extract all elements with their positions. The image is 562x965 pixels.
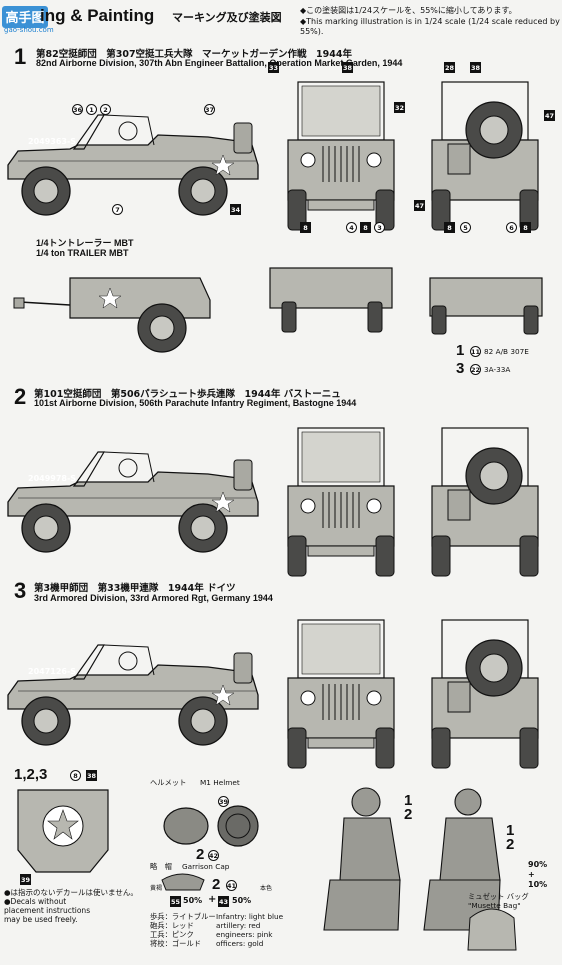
callout-marker: 39 <box>20 874 31 885</box>
trailer-title-en: 1/4 ton TRAILER MBT <box>36 248 129 258</box>
callout-marker: 6 <box>506 222 517 233</box>
legend-text: 82 A/B 307E <box>484 347 529 356</box>
vehicle-serial: 2049978-S <box>28 474 77 483</box>
figure-number: 1 <box>404 792 413 809</box>
callout-marker: 38 <box>86 770 97 781</box>
cap-pct-a: 50% <box>183 896 203 905</box>
callout-marker: 1 <box>86 104 97 115</box>
legend-en: Infantry: light blue <box>216 912 284 921</box>
figure-number: 1 <box>506 822 515 839</box>
section-title-en: 3rd Armored Division, 33rd Armored Rgt, … <box>34 593 273 603</box>
callout-marker: 38 <box>470 62 481 73</box>
legend-jp: 工兵：ピンク <box>150 930 194 939</box>
callout-marker: 47 <box>414 200 425 211</box>
bag-pct-b: 10% <box>528 880 548 889</box>
page-title: ing & Painting <box>40 6 155 25</box>
trailer-title-jp: 1/4トントレーラー MBT <box>36 238 134 248</box>
callout-marker: 11 <box>470 346 481 357</box>
helmet-label-en: M1 Helmet <box>200 778 240 787</box>
svg-text:高手图: 高手图 <box>5 10 44 26</box>
vehicle-serial: 2047126-S <box>28 667 77 676</box>
section-number: 1 <box>14 44 27 69</box>
callout-marker: 8 <box>300 222 311 233</box>
callout-marker: 43 <box>218 896 229 907</box>
watermark-logo: 高手图 <box>2 2 48 32</box>
decal-note: ●は指示のないデカールは使いません。 ●Decals without place… <box>4 888 138 924</box>
cap-color-a: 黄褐 <box>150 885 163 892</box>
watermark-url: gao-shou.com <box>4 26 54 34</box>
section-title-en: 82nd Airborne Division, 307th Abn Engine… <box>36 58 403 68</box>
helmet-number: 2 <box>196 846 205 863</box>
bag-plus: + <box>528 870 535 879</box>
legend-en: engineers: pink <box>216 930 273 939</box>
callout-marker: 8 <box>444 222 455 233</box>
callout-marker: 3 <box>374 222 385 233</box>
cap-label-en: Garrison Cap <box>182 862 230 871</box>
bag-label-en: "Musette Bag" <box>468 901 521 910</box>
callout-marker: 42 <box>208 850 219 861</box>
legend-text: 3A-33A <box>484 365 511 374</box>
section-number: 2 <box>14 384 27 409</box>
legend-number: 3 <box>456 360 465 377</box>
callout-marker: 47 <box>544 110 555 121</box>
section-title-en: 101st Airborne Division, 506th Parachute… <box>34 398 357 408</box>
bag-pct-a: 90% <box>528 860 548 869</box>
section-title-jp: 第3機甲師団 第33機甲連隊 1944年 ドイツ <box>34 583 236 594</box>
callout-marker: 36 <box>72 104 83 115</box>
callout-marker: 37 <box>204 104 215 115</box>
scale-note-jp: ◆この塗装図は1/24スケールを、55%に縮小してあります。 <box>300 6 517 15</box>
callout-marker: 41 <box>226 880 237 891</box>
callout-marker: 8 <box>520 222 531 233</box>
cap-label-jp: 略 帽 <box>150 862 172 871</box>
cap-number: 2 <box>212 876 221 893</box>
plate-label: 1,2,3 <box>14 766 48 783</box>
callout-marker: 22 <box>470 364 481 375</box>
cap-pct-b: 50% <box>232 896 252 905</box>
callout-marker: 33 <box>268 62 279 73</box>
legend-en: artillery: red <box>216 921 261 930</box>
legend-jp: 将校：ゴールド <box>150 939 202 948</box>
section-number: 3 <box>14 578 27 603</box>
section-title-jp: 第82空挺師団 第307空挺工兵大隊 マーケットガーデン作戦 1944年 <box>36 49 352 60</box>
callout-marker: 55 <box>170 896 181 907</box>
callout-marker: 38 <box>342 62 353 73</box>
callout-marker: 7 <box>112 204 123 215</box>
section-title-jp: 第101空挺師団 第506パラシュート歩兵連隊 1944年 バストーニュ <box>34 389 341 400</box>
legend-jp: 砲兵：レッド <box>150 921 194 930</box>
helmet-label-jp: ヘルメット <box>150 778 187 787</box>
legend-en: officers: gold <box>216 939 264 948</box>
legend-number: 1 <box>456 342 465 359</box>
callout-marker: 28 <box>444 62 455 73</box>
callout-marker: 32 <box>394 102 405 113</box>
page-title-jp: マーキング及び塗装図 <box>172 11 282 24</box>
cap-color-b: 本色 <box>260 885 273 892</box>
bag-label-jp: ミュゼット バッグ <box>468 892 529 901</box>
plus-sign: + <box>208 894 217 905</box>
figure-number: 2 <box>404 806 413 823</box>
callout-marker: 2 <box>100 104 111 115</box>
legend-jp: 歩兵：ライトブルー <box>150 912 216 921</box>
scale-note-en: ◆This marking illustration is in 1/24 sc… <box>300 17 560 36</box>
callout-marker: 5 <box>460 222 471 233</box>
callout-marker: 34 <box>230 204 241 215</box>
callout-marker: 8 <box>360 222 371 233</box>
callout-marker: 8 <box>70 770 81 781</box>
callout-marker: 39 <box>218 796 229 807</box>
figure-number: 2 <box>506 836 515 853</box>
callout-marker: 4 <box>346 222 357 233</box>
vehicle-serial: 2049363-S <box>28 137 77 146</box>
